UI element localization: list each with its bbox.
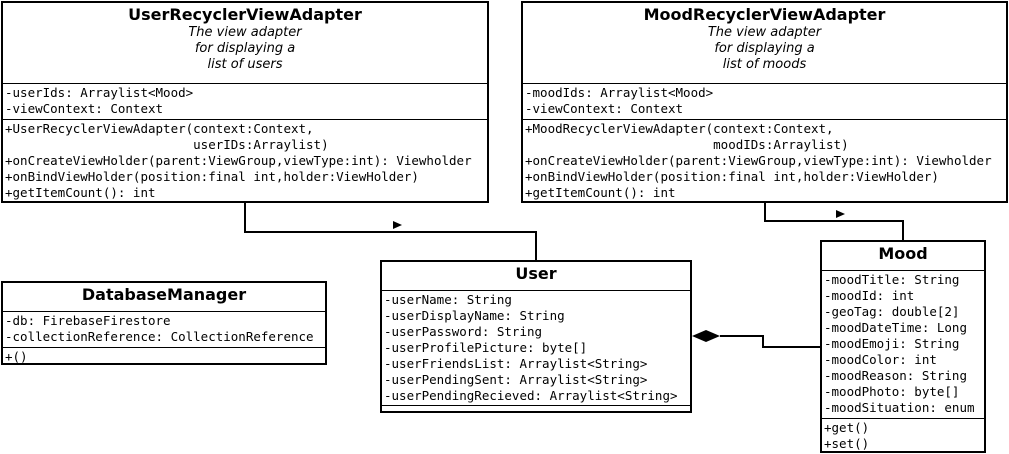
attributes-section: -userIds: Arraylist<Mood> -viewContext: … <box>3 84 487 120</box>
method: +onBindViewHolder(position:final int,hol… <box>525 169 939 184</box>
attribute: -db: FirebaseFirestore <box>5 313 171 328</box>
class-mood: Mood -moodTitle: String -moodId: int -ge… <box>820 240 986 453</box>
method: +get() <box>824 420 870 435</box>
method: +getItemCount(): int <box>525 185 676 200</box>
attribute: -moodIds: Arraylist<Mood> <box>525 85 714 100</box>
attribute: -viewContext: Context <box>525 101 684 116</box>
attribute: -moodId: int <box>824 288 915 303</box>
class-name: User <box>515 264 557 283</box>
attributes-section: -moodTitle: String -moodId: int -geoTag:… <box>822 271 984 419</box>
association-arrowhead-icon <box>393 221 402 229</box>
methods-section: +UserRecyclerViewAdapter(context:Context… <box>3 120 487 201</box>
method: +onBindViewHolder(position:final int,hol… <box>5 169 419 184</box>
method: +set() <box>824 436 870 451</box>
class-mood-recycler-view-adapter: MoodRecyclerViewAdapter The view adapter… <box>521 1 1008 203</box>
class-header: MoodRecyclerViewAdapter The view adapter… <box>523 3 1006 84</box>
methods-section: +get() +set() <box>822 419 984 451</box>
class-description: The view adapter for displaying a list o… <box>707 25 822 72</box>
attribute: -userDisplayName: String <box>384 308 565 323</box>
method: +() <box>5 349 28 364</box>
composition-user-mood <box>720 335 821 348</box>
class-header: User <box>382 262 690 291</box>
attribute: -moodReason: String <box>824 368 967 383</box>
attribute: -moodPhoto: byte[] <box>824 384 960 399</box>
attribute: -userFriendsList: Arraylist<String> <box>384 356 648 371</box>
attribute: -viewContext: Context <box>5 101 164 116</box>
method: +onCreateViewHolder(parent:ViewGroup,vie… <box>525 153 992 168</box>
attribute: -userProfilePicture: byte[] <box>384 340 588 355</box>
attributes-section: -moodIds: Arraylist<Mood> -viewContext: … <box>523 84 1006 120</box>
attribute: -geoTag: double[2] <box>824 304 960 319</box>
class-user-recycler-view-adapter: UserRecyclerViewAdapter The view adapter… <box>1 1 489 203</box>
attribute: -moodColor: int <box>824 352 937 367</box>
methods-section: +MoodRecyclerViewAdapter(context:Context… <box>523 120 1006 201</box>
method: +MoodRecyclerViewAdapter(context:Context… <box>525 121 834 136</box>
attribute: -userName: String <box>384 292 512 307</box>
association-mood-adapter-to-mood <box>764 202 904 241</box>
attribute: -collectionReference: CollectionReferenc… <box>5 329 314 344</box>
attribute: -moodSituation: enum <box>824 400 975 415</box>
methods-section: +() <box>3 348 325 364</box>
class-header: UserRecyclerViewAdapter The view adapter… <box>3 3 487 84</box>
methods-section <box>382 406 690 409</box>
method: moodIDs:Arraylist) <box>525 137 849 152</box>
attribute: -userPendingRecieved: Arraylist<String> <box>384 388 678 403</box>
class-name: MoodRecyclerViewAdapter <box>643 5 886 24</box>
association-arrowhead-icon <box>836 210 845 218</box>
attribute: -userIds: Arraylist<Mood> <box>5 85 194 100</box>
class-user: User -userName: String -userDisplayName:… <box>380 260 692 413</box>
method: +onCreateViewHolder(parent:ViewGroup,vie… <box>5 153 472 168</box>
class-header: DatabaseManager <box>3 283 325 312</box>
attribute: -moodEmoji: String <box>824 336 960 351</box>
attribute: -moodTitle: String <box>824 272 960 287</box>
class-name: DatabaseManager <box>81 285 247 304</box>
class-header: Mood <box>822 242 984 271</box>
class-database-manager: DatabaseManager -db: FirebaseFirestore -… <box>1 281 327 365</box>
class-name: Mood <box>878 244 928 263</box>
method: +UserRecyclerViewAdapter(context:Context… <box>5 121 314 136</box>
attribute: -userPassword: String <box>384 324 543 339</box>
attribute: -moodDateTime: Long <box>824 320 967 335</box>
method: +getItemCount(): int <box>5 185 156 200</box>
method: userIDs:Arraylist) <box>5 137 329 152</box>
class-description: The view adapter for displaying a list o… <box>188 25 302 72</box>
composition-diamond-icon <box>692 330 720 342</box>
attribute: -userPendingSent: Arraylist<String> <box>384 372 648 387</box>
class-name: UserRecyclerViewAdapter <box>128 5 362 24</box>
association-user-adapter-to-user <box>244 202 537 261</box>
attributes-section: -db: FirebaseFirestore -collectionRefere… <box>3 312 325 348</box>
attributes-section: -userName: String -userDisplayName: Stri… <box>382 291 690 406</box>
